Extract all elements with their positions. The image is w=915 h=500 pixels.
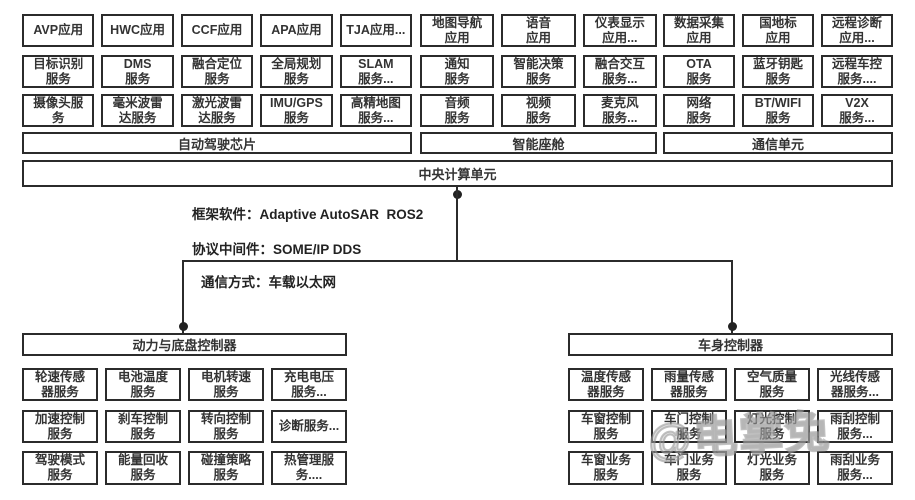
connector-dot-left	[179, 322, 188, 331]
service-box: 能量回收 服务	[105, 451, 181, 485]
service-row: 温度传感 器服务雨量传感 器服务空气质量 服务光线传感 器服务...	[568, 368, 893, 401]
connector-horizontal	[182, 260, 733, 262]
service-box: 灯光控制 服务	[734, 410, 810, 443]
service-box: DMS 服务	[101, 55, 174, 88]
service-box: 麦克风 服务...	[582, 94, 657, 127]
service-box: BT/WIFI 服务	[742, 94, 814, 127]
connector-vertical-center	[456, 187, 458, 262]
service-box: 车窗业务 服务	[568, 451, 644, 485]
service-row: 加速控制 服务刹车控制 服务转向控制 服务诊断服务...	[22, 410, 347, 443]
service-row: 通知 服务智能决策 服务融合交互 服务...	[420, 55, 657, 88]
protocol-middleware-label: 协议中间件：SOME/IP DDS	[192, 242, 362, 257]
service-box: 蓝牙钥匙 服务	[742, 55, 814, 88]
group-band-label: 自动驾驶芯片	[22, 132, 412, 154]
service-row: 音频 服务视频 服务麦克风 服务...	[420, 94, 657, 127]
service-row: 数据采集 应用国地标 应用远程诊断 应用...	[663, 14, 893, 47]
service-box: 灯光业务 服务	[734, 451, 810, 485]
service-box: 刹车控制 服务	[105, 410, 181, 443]
service-box: 温度传感 器服务	[568, 368, 644, 401]
comm-method-label: 通信方式：车载以太网	[201, 275, 336, 290]
group-body-controller: 温度传感 器服务雨量传感 器服务空气质量 服务光线传感 器服务... 车窗控制 服…	[568, 333, 893, 493]
service-box: 远程车控 服务....	[821, 55, 893, 88]
service-box: 远程诊断 应用...	[821, 14, 893, 47]
service-box: V2X 服务...	[821, 94, 893, 127]
service-box: 转向控制 服务	[188, 410, 264, 443]
service-box: HWC应用	[101, 14, 174, 47]
group-band-label: 通信单元	[663, 132, 893, 154]
service-box: 车门业务 服务	[651, 451, 727, 485]
service-box: 雨刮业务 服务...	[817, 451, 893, 485]
service-box: 轮速传感 器服务	[22, 368, 98, 401]
service-box: OTA 服务	[663, 55, 735, 88]
connector-vertical-right	[731, 260, 733, 333]
service-box: 全局规划 服务	[260, 55, 333, 88]
service-box: 雨量传感 器服务	[651, 368, 727, 401]
service-box: APA应用	[260, 14, 333, 47]
service-row: 驾驶模式 服务能量回收 服务碰撞策略 服务热管理服 务....	[22, 451, 347, 485]
group-communication-unit: 数据采集 应用国地标 应用远程诊断 应用... OTA 服务蓝牙钥匙 服务远程车控…	[663, 0, 893, 160]
service-box: 电池温度 服务	[105, 368, 181, 401]
service-box: 车窗控制 服务	[568, 410, 644, 443]
service-box: 光线传感 器服务...	[817, 368, 893, 401]
service-box: TJA应用...	[339, 14, 413, 47]
service-box: 空气质量 服务	[734, 368, 810, 401]
service-row: OTA 服务蓝牙钥匙 服务远程车控 服务....	[663, 55, 893, 88]
service-box: 诊断服务...	[271, 410, 347, 443]
service-box: 仪表显示 应用...	[582, 14, 657, 47]
service-row: 车窗控制 服务车门控制 服务灯光控制 服务雨刮控制 服务...	[568, 410, 893, 443]
service-row: 地图导航 应用语音 应用仪表显示 应用...	[420, 14, 657, 47]
service-box: 激光波雷 达服务	[180, 94, 254, 127]
service-box: 电机转速 服务	[188, 368, 264, 401]
service-box: 热管理服 务....	[271, 451, 347, 485]
controller-header: 车身控制器	[568, 333, 893, 356]
service-box: 语音 应用	[501, 14, 576, 47]
service-box: 智能决策 服务	[501, 55, 576, 88]
service-box: 毫米波雷 达服务	[101, 94, 174, 127]
service-box: 数据采集 应用	[663, 14, 735, 47]
connector-vertical-left	[182, 260, 184, 333]
service-box: 驾驶模式 服务	[22, 451, 98, 485]
service-box: 车门控制 服务	[651, 410, 727, 443]
service-box: AVP应用	[22, 14, 95, 47]
service-row: 车窗业务 服务车门业务 服务灯光业务 服务雨刮业务 服务...	[568, 451, 893, 485]
controller-header: 动力与底盘控制器	[22, 333, 347, 356]
service-box: SLAM 服务...	[339, 55, 413, 88]
service-box: 国地标 应用	[742, 14, 814, 47]
service-box: 网络 服务	[663, 94, 735, 127]
group-smart-cockpit: 地图导航 应用语音 应用仪表显示 应用... 通知 服务智能决策 服务融合交互 服…	[420, 0, 657, 160]
service-box: 音频 服务	[420, 94, 495, 127]
service-box: 目标识别 服务	[22, 55, 95, 88]
service-box: 地图导航 应用	[420, 14, 495, 47]
service-box: 高精地图 服务...	[339, 94, 413, 127]
central-computing-unit: 中央计算单元	[22, 160, 893, 187]
service-box: 通知 服务	[420, 55, 495, 88]
service-box: 雨刮控制 服务...	[817, 410, 893, 443]
service-box: IMU/GPS 服务	[260, 94, 333, 127]
service-box: 视频 服务	[501, 94, 576, 127]
service-row: 轮速传感 器服务电池温度 服务电机转速 服务充电电压 服务...	[22, 368, 347, 401]
service-box: 碰撞策略 服务	[188, 451, 264, 485]
service-box: CCF应用	[180, 14, 254, 47]
service-box: 摄像头服 务	[22, 94, 95, 127]
framework-software-label: 框架软件：Adaptive AutoSAR ROS2	[192, 207, 424, 222]
service-box: 融合交互 服务...	[582, 55, 657, 88]
service-box: 加速控制 服务	[22, 410, 98, 443]
group-band-label: 智能座舱	[420, 132, 657, 154]
connector-dot-right	[728, 322, 737, 331]
group-power-chassis-controller: 轮速传感 器服务电池温度 服务电机转速 服务充电电压 服务... 加速控制 服务刹…	[22, 333, 347, 493]
service-box: 融合定位 服务	[180, 55, 254, 88]
service-box: 充电电压 服务...	[271, 368, 347, 401]
